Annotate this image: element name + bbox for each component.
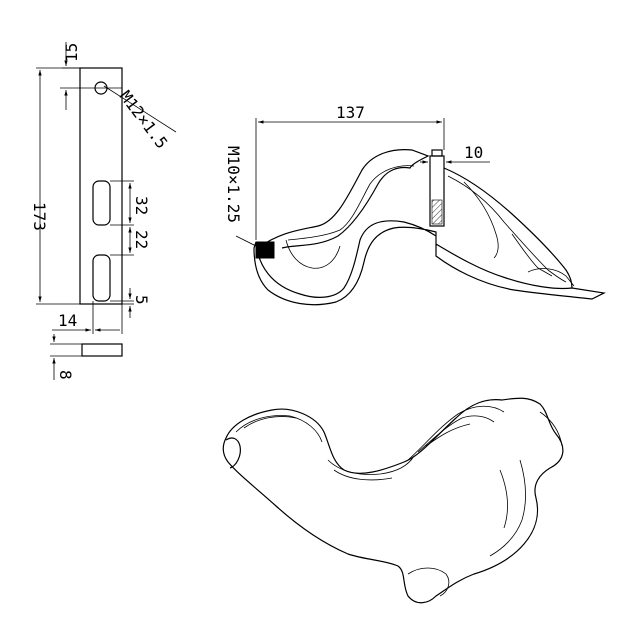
- stand-inner-line: [287, 165, 415, 241]
- lower-slot: [92, 254, 111, 302]
- dim-slot-gap-label: 22: [132, 230, 151, 249]
- dim-top-offset: 15: [62, 42, 81, 110]
- stand-outer-profile: [253, 220, 606, 306]
- upper-slot: [92, 180, 111, 226]
- perspective-wing-top: [407, 405, 505, 461]
- strip-end-view: 8: [50, 334, 123, 380]
- perspective-end-cap: [225, 437, 241, 469]
- stand-front-wing-inner: [447, 175, 567, 283]
- dim-slot-length-label: 32: [132, 196, 151, 215]
- hole-thread-label: M12×1.5: [116, 87, 172, 152]
- perspective-outline: [222, 397, 564, 604]
- stand-plate-hatch: [431, 199, 443, 225]
- dim-length: 173: [30, 67, 80, 305]
- dim-slot-gap: 22: [110, 227, 151, 256]
- side-view: [253, 149, 606, 306]
- dim-top-offset-label: 15: [62, 43, 81, 62]
- perspective-wing-fold-2: [425, 423, 471, 447]
- dim-length-label: 173: [30, 202, 49, 231]
- stand-bend-detail: [285, 239, 341, 269]
- dim-width-label: 14: [58, 311, 77, 330]
- dim-slot-length: 32: [110, 180, 151, 226]
- stand-wing-fold-2: [511, 233, 553, 277]
- strip-section: [81, 343, 123, 357]
- stand-wing-tip: [527, 268, 575, 287]
- strip-outline: [79, 67, 123, 305]
- strip-front-view: [60, 67, 123, 305]
- dim-bottom-offset-label: 5: [132, 295, 151, 305]
- perspective-view: [222, 397, 564, 604]
- dim-width: 14: [52, 301, 123, 334]
- perspective-leg-2: [499, 469, 508, 529]
- dim-plate: 10: [420, 143, 490, 164]
- perspective-foot: [407, 567, 450, 597]
- dim-plate-label: 10: [464, 143, 483, 162]
- bolt-thread-label: M10×1.25: [224, 146, 243, 223]
- perspective-wing-fold: [417, 415, 495, 453]
- perspective-mid-band: [327, 455, 415, 475]
- perspective-front-rim: [539, 411, 563, 447]
- dim-bottom-offset: 5: [110, 288, 151, 318]
- stand-wing-fold: [463, 181, 499, 259]
- perspective-leg-1: [489, 459, 526, 557]
- perspective-top-band-2: [243, 416, 297, 429]
- callout-hole-thread: M12×1.5: [103, 85, 177, 152]
- perspective-mid-band-2: [333, 469, 393, 481]
- dim-span-label: 137: [336, 103, 365, 122]
- stand-plate-cap: [431, 149, 443, 157]
- stand-front-wing: [443, 167, 573, 289]
- stand-inner-profile: [257, 149, 430, 249]
- perspective-top-band: [235, 415, 323, 443]
- callout-bolt-thread: M10×1.25: [224, 146, 257, 247]
- dim-span: 137: [255, 103, 445, 240]
- dim-thickness-label: 8: [56, 370, 75, 380]
